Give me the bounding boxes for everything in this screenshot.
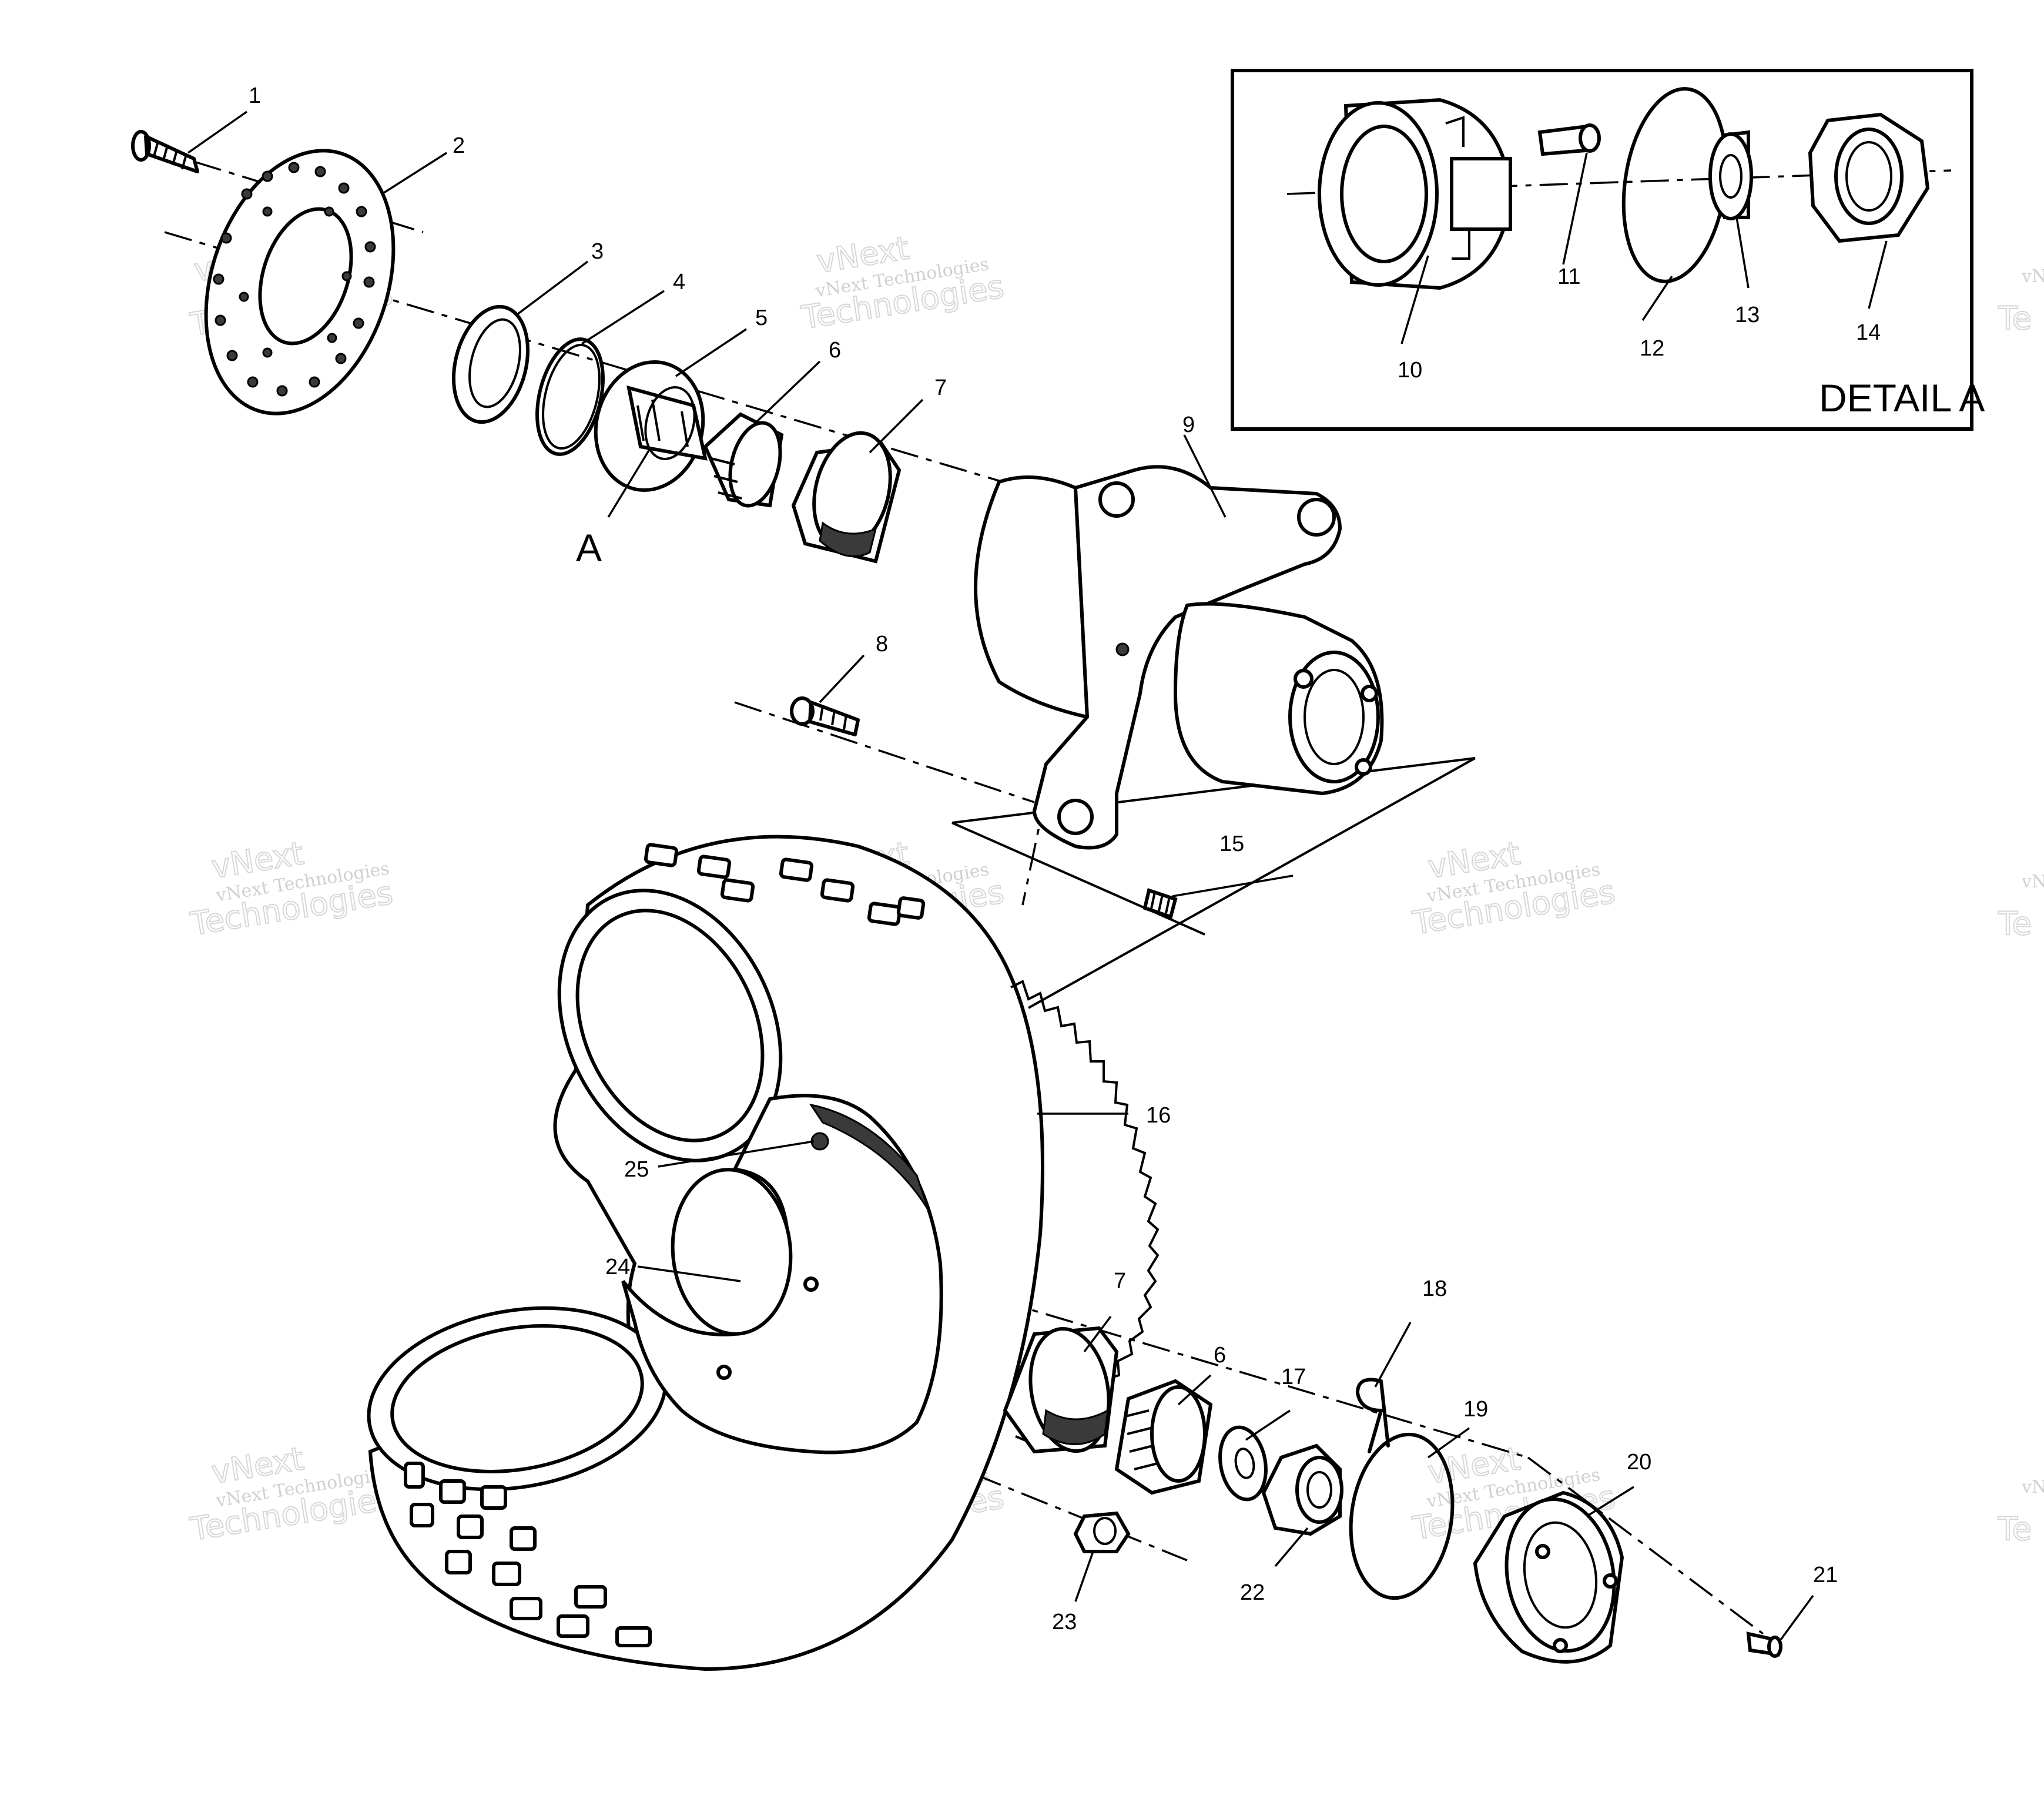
part-9-knuckle [974, 465, 1384, 850]
part-14-hex-nut [1808, 112, 1930, 243]
callout-7: 7 [934, 376, 947, 400]
callout-24: 24 [605, 1255, 630, 1279]
callout-7-lower: 7 [1114, 1269, 1126, 1294]
watermark-edge-5: vN [2021, 1477, 2044, 1497]
part-11-pin [1537, 123, 1601, 156]
callout-18: 18 [1422, 1276, 1447, 1301]
part-7-bearing-cup-top [791, 431, 902, 564]
part-6-bearing-cone-top [703, 412, 784, 508]
callout-23: 23 [1052, 1610, 1077, 1634]
callout-22: 22 [1240, 1580, 1265, 1605]
callout-6-lower: 6 [1214, 1343, 1226, 1368]
part-21-screw [1746, 1631, 1782, 1658]
callout-16: 16 [1146, 1103, 1171, 1128]
watermark-edge-6: Te [1998, 1510, 2032, 1547]
detail-marker-a: A [576, 526, 602, 569]
part-3-seal [451, 304, 530, 424]
part-22-castle-nut [1261, 1443, 1343, 1536]
callout-5: 5 [755, 306, 768, 330]
callout-17: 17 [1281, 1365, 1306, 1389]
part-1-screw [131, 130, 199, 173]
part-2-brake-disc [204, 149, 396, 416]
detail-a-panel: DETAIL A [1231, 69, 1985, 431]
callout-13: 13 [1735, 303, 1760, 327]
watermark-edge-2: Te [1998, 300, 2032, 337]
part-20-hub-cap [1473, 1490, 1624, 1664]
callout-3: 3 [591, 239, 604, 264]
callout-25: 25 [624, 1157, 649, 1182]
callout-12: 12 [1640, 336, 1664, 361]
watermark-2: vNext vNext Technologies Technologies [798, 229, 1007, 337]
callout-labels: 1 2 3 4 5 6 7 8 9 10 11 12 13 14 15 16 1… [249, 83, 1881, 1634]
watermark-7: vNext vNext Technologies Technologies [187, 1439, 396, 1549]
watermark-6: vNext vNext Technologies Technologies [1409, 834, 1618, 942]
part-25-valve-stem [810, 1132, 829, 1151]
callout-15: 15 [1219, 832, 1244, 856]
callout-2: 2 [453, 133, 465, 158]
callout-4: 4 [673, 270, 685, 294]
tire-tread-blocks [404, 843, 926, 1647]
callout-20: 20 [1627, 1450, 1651, 1475]
part-13-washer [1708, 130, 1753, 220]
callout-19: 19 [1463, 1397, 1488, 1422]
callout-8: 8 [876, 632, 888, 656]
part-19-o-ring [1349, 1432, 1455, 1600]
part-10-clutch-hub [1318, 98, 1513, 290]
part-8-screw [790, 696, 860, 736]
callout-10: 10 [1398, 358, 1422, 383]
watermark-edge-3: vN [2021, 872, 2044, 892]
part-17-washer [1218, 1425, 1268, 1502]
part-18-cotter-pin [1356, 1378, 1390, 1453]
part-15-set-screw [1142, 888, 1178, 919]
watermark-edge-1: vN [2021, 266, 2044, 287]
watermark-edge-4: Te [1998, 905, 2032, 942]
part-24-wheel-rim [621, 1094, 943, 1455]
detail-a-title: DETAIL A [1819, 376, 1985, 420]
part-23-lug-nut [1073, 1511, 1131, 1553]
leader-lines [187, 110, 1888, 1641]
callout-9: 9 [1182, 413, 1195, 437]
part-5-clutch-assembly [594, 360, 708, 492]
callout-11: 11 [1557, 264, 1580, 289]
part-7-bearing-cup-bottom [1003, 1326, 1119, 1454]
part-6-bearing-cone-bottom [1114, 1379, 1213, 1495]
callout-6: 6 [829, 338, 841, 363]
callout-14: 14 [1856, 320, 1881, 345]
watermark-4: vNext vNext Technologies Technologies [187, 834, 396, 943]
callout-21: 21 [1813, 1563, 1838, 1587]
callout-1: 1 [249, 83, 261, 108]
